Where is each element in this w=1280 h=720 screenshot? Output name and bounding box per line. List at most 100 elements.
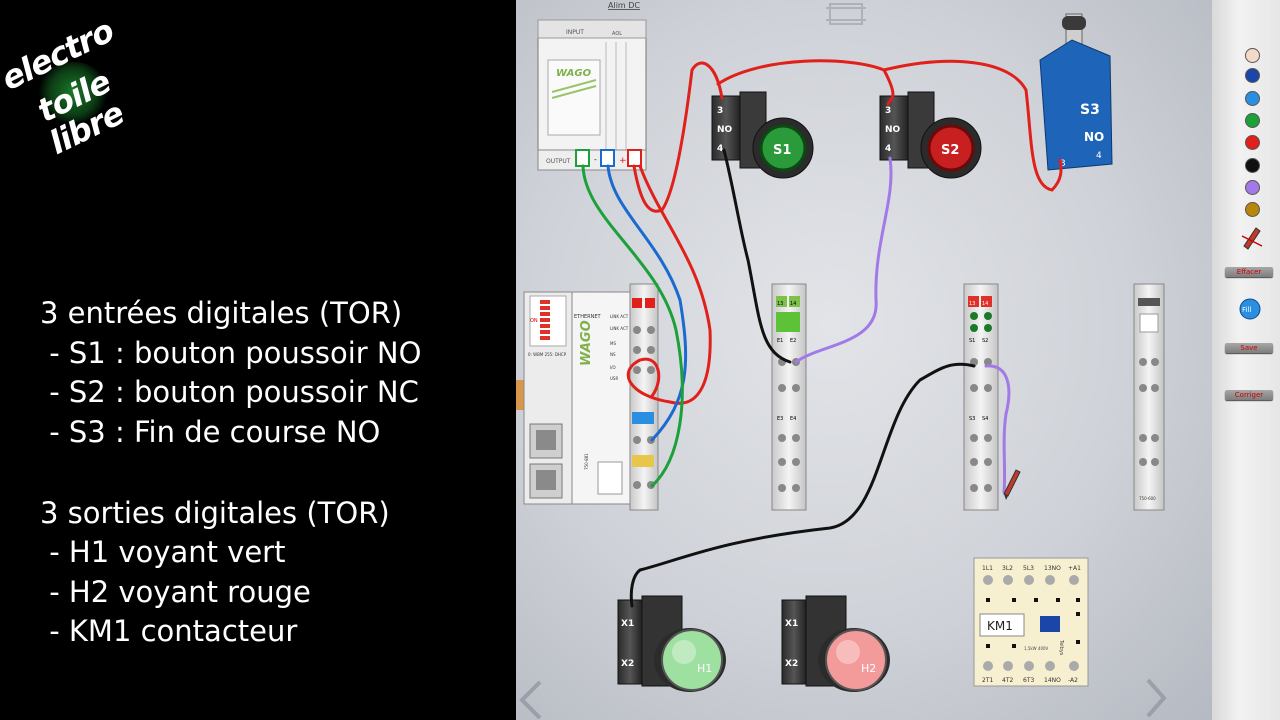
switch-s1-label: S1 bbox=[773, 143, 791, 158]
plc-led-ns: NS bbox=[610, 352, 616, 357]
pilot-lamp-h1-label: H1 bbox=[697, 662, 712, 675]
wire-violet-output[interactable] bbox=[984, 364, 1011, 494]
output-module[interactable]: 13 14 S1 S2 S3 S4 bbox=[963, 283, 999, 511]
power-supply[interactable]: Alim DC INPUT AOL WAGO OUTPUT - + bbox=[537, 1, 647, 171]
power-supply-brand: WAGO bbox=[556, 68, 592, 79]
board-handle-icon[interactable] bbox=[826, 3, 866, 25]
input-module-t14: 14 bbox=[790, 301, 796, 307]
limit-switch-s3[interactable]: S3 NO 3 4 bbox=[1039, 13, 1113, 171]
wires bbox=[581, 59, 1063, 608]
contactor-top-4: 13NO bbox=[1044, 565, 1061, 572]
output-module-s2: S2 bbox=[982, 338, 988, 344]
next-arrow-icon[interactable] bbox=[1146, 678, 1167, 718]
input-module-t13: 13 bbox=[777, 301, 783, 307]
output-module-t14: 14 bbox=[982, 301, 988, 307]
contactor-top-2: 3L2 bbox=[1002, 565, 1013, 572]
contactor-top-5: +A1 bbox=[1068, 565, 1081, 572]
color-swatch-2[interactable] bbox=[1245, 68, 1260, 83]
input-module-e4: E4 bbox=[790, 416, 796, 422]
save-button[interactable]: Save bbox=[1225, 343, 1273, 353]
wire-blue-plc[interactable] bbox=[606, 164, 688, 442]
switch-s2-label: S2 bbox=[941, 143, 959, 158]
power-supply-title: Alim DC bbox=[608, 1, 640, 10]
output-module-s1: S1 bbox=[969, 338, 975, 344]
prev-arrow-icon[interactable] bbox=[519, 680, 542, 720]
contactor-top-3: 5L3 bbox=[1023, 565, 1034, 572]
power-supply-output-label: OUTPUT bbox=[546, 158, 571, 165]
correct-button[interactable]: Corriger bbox=[1225, 390, 1273, 400]
pilot-lamp-h2[interactable]: H2 X1 X2 bbox=[781, 595, 890, 692]
contactor-bottom-2: 4T2 bbox=[1002, 677, 1013, 684]
switch-s1-t1: 3 bbox=[717, 106, 723, 116]
input-module-e2: E2 bbox=[790, 338, 796, 344]
end-module-model: 750-600 bbox=[1139, 496, 1156, 501]
contactor-bottom-4: 14NO bbox=[1044, 677, 1061, 684]
contactor-bottom-3: 6T3 bbox=[1023, 677, 1034, 684]
wire-black-s1-e1[interactable] bbox=[722, 148, 792, 364]
color-swatch-6[interactable] bbox=[1245, 158, 1260, 173]
contactor-km1[interactable]: 1L1 3L2 5L3 13NO +A1 2T1 4T2 6T3 14NO -A… bbox=[973, 557, 1089, 687]
plc-controller[interactable]: ON 0: WBM 255: DHCP ETHERNET WAGO LINK A… bbox=[516, 283, 659, 511]
wire-green-plc[interactable] bbox=[581, 164, 684, 488]
input-item-s3: - S3 : Fin de course NO bbox=[40, 415, 381, 449]
pilot-lamp-h1-x1: X1 bbox=[621, 619, 634, 629]
outputs-title: 3 sorties digitales (TOR) bbox=[40, 496, 390, 530]
pilot-lamp-h1[interactable]: H1 X1 X2 bbox=[617, 595, 726, 692]
power-supply-ok-label: AOL bbox=[612, 31, 622, 37]
wire-red-plc[interactable] bbox=[626, 164, 712, 405]
switch-s2-t2: 4 bbox=[885, 144, 891, 154]
erase-button[interactable]: Effacer bbox=[1225, 267, 1273, 277]
switch-s1-t2: 4 bbox=[717, 144, 723, 154]
plc-ethernet-label: ETHERNET bbox=[574, 314, 602, 320]
wire-black-h1[interactable] bbox=[629, 362, 976, 608]
wire-violet-s2-e2[interactable] bbox=[794, 156, 893, 364]
svg-text:WAGO: WAGO bbox=[579, 320, 594, 366]
logo-glow bbox=[38, 62, 108, 122]
limit-switch-s3-mode: NO bbox=[1084, 130, 1104, 144]
pilot-lamp-h2-label: H2 bbox=[861, 662, 876, 675]
plc-led-io: I/O bbox=[610, 365, 616, 370]
color-swatch-5[interactable] bbox=[1245, 135, 1260, 150]
limit-switch-s3-label: S3 bbox=[1080, 102, 1100, 118]
input-module-e3: E3 bbox=[777, 416, 783, 422]
description-panel: electro toile libre 3 entrées digitales … bbox=[0, 0, 516, 720]
color-swatch-4[interactable] bbox=[1245, 113, 1260, 128]
end-module[interactable]: 750-600 bbox=[1133, 283, 1165, 511]
contactor-label: KM1 bbox=[987, 619, 1013, 633]
wire-red-s1[interactable] bbox=[632, 61, 724, 213]
contactor-brand: Telbys bbox=[1058, 639, 1064, 656]
color-swatch-8[interactable] bbox=[1245, 202, 1260, 217]
pilot-lamp-h1-x2: X2 bbox=[621, 659, 634, 669]
output-module-s4: S4 bbox=[982, 416, 988, 422]
output-item-h2: - H2 voyant rouge bbox=[40, 575, 311, 609]
input-module[interactable]: 13 14 E1 E2 E3 E4 bbox=[771, 283, 807, 511]
switch-s2-mode: NO bbox=[885, 125, 901, 135]
plc-dip-label: 0: WBM 255: DHCP bbox=[528, 352, 567, 357]
output-item-km1: - KM1 contacteur bbox=[40, 614, 298, 648]
input-item-s2: - S2 : bouton poussoir NC bbox=[40, 375, 419, 409]
switch-s2[interactable]: S2 3 NO 4 bbox=[879, 91, 982, 179]
pencil-icon bbox=[1003, 469, 1021, 500]
limit-switch-s3-t2: 4 bbox=[1096, 151, 1102, 161]
input-item-s1: - S1 : bouton poussoir NO bbox=[40, 336, 422, 370]
contactor-rating: 1,5kW 400V bbox=[1024, 646, 1049, 651]
switch-s1-mode: NO bbox=[717, 125, 733, 135]
output-item-h1: - H1 voyant vert bbox=[40, 535, 286, 569]
wire-red-s3[interactable] bbox=[882, 59, 1063, 192]
color-swatch-3[interactable] bbox=[1245, 91, 1260, 106]
switch-s1[interactable]: S1 3 NO 4 bbox=[711, 91, 814, 179]
power-supply-plus: + bbox=[619, 156, 627, 166]
wire-red-s2[interactable] bbox=[716, 59, 895, 106]
switch-s2-t1: 3 bbox=[885, 106, 891, 116]
inputs-title: 3 entrées digitales (TOR) bbox=[40, 296, 403, 330]
plc-dip-on: ON bbox=[530, 318, 538, 324]
contactor-top-1: 1L1 bbox=[982, 565, 993, 572]
color-swatch-7[interactable] bbox=[1245, 180, 1260, 195]
plc-led-2: LINK ACT 2 bbox=[610, 326, 632, 331]
pilot-lamp-h2-x2: X2 bbox=[785, 659, 798, 669]
color-swatch-1[interactable] bbox=[1245, 48, 1260, 63]
contactor-bottom-1: 2T1 bbox=[982, 677, 993, 684]
output-module-s3: S3 bbox=[969, 416, 975, 422]
limit-switch-s3-t1: 3 bbox=[1060, 159, 1066, 169]
